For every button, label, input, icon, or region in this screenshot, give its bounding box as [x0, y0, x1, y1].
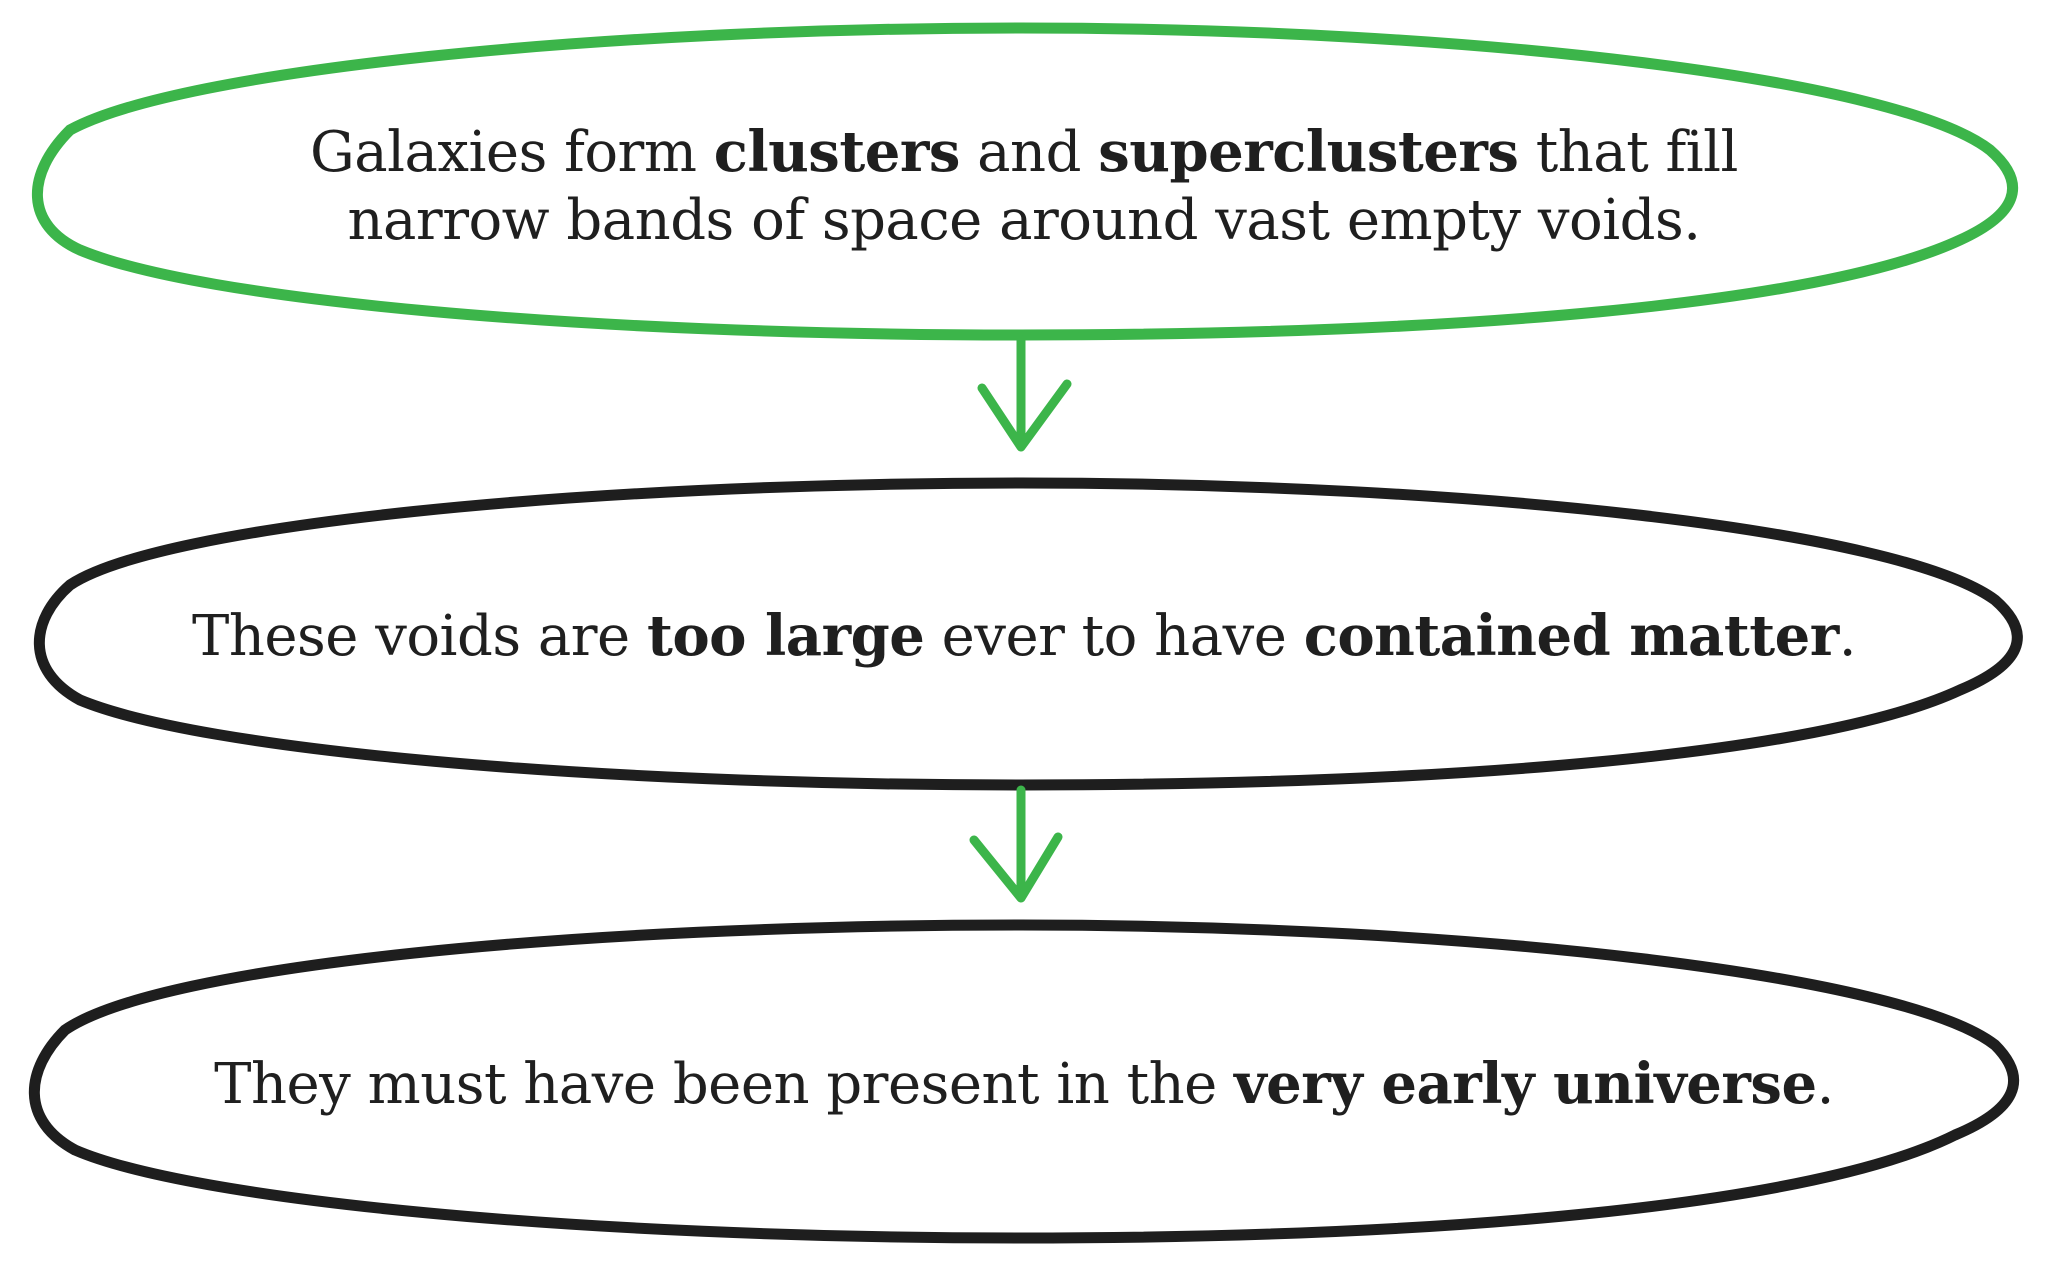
node-2-bold-contained-matter: contained matter	[1303, 603, 1840, 669]
node-3-text: They must have been present in the very …	[0, 1050, 2048, 1119]
node-1-ellipse	[32, 22, 2019, 341]
node-1-bold-clusters: clusters	[713, 119, 961, 185]
arrow-1-head	[977, 379, 1072, 452]
node-1-run: narrow bands of space around vast empty …	[347, 188, 1701, 253]
node-3-bold-very-early-universe: very early universe	[1234, 1051, 1817, 1117]
node-3-run: .	[1816, 1052, 1835, 1117]
arrow-2-to-3	[969, 785, 1063, 903]
node-1-run: that fill	[1518, 120, 1739, 185]
node-1-line-2: narrow bands of space around vast empty …	[0, 187, 2048, 255]
node-2-line-1: These voids are too large ever to have c…	[0, 602, 2048, 671]
node-3-run: They must have been present in the	[214, 1052, 1235, 1117]
node-2-text: These voids are too large ever to have c…	[0, 602, 2048, 671]
arrow-1-to-2	[977, 335, 1072, 452]
node-3-ellipse	[28, 919, 2019, 1244]
node-2-run: ever to have	[924, 604, 1304, 669]
node-2-bold-too-large: too large	[646, 603, 925, 669]
node-2-ellipse	[33, 477, 2023, 791]
node-1-line-1: Galaxies form clusters and superclusters…	[0, 118, 2048, 187]
node-3-line-1: They must have been present in the very …	[0, 1050, 2048, 1119]
node-1-text: Galaxies form clusters and superclusters…	[0, 118, 2048, 255]
node-1-run: Galaxies form	[310, 120, 714, 185]
node-2-run: These voids are	[191, 604, 647, 669]
arrow-2-head	[969, 832, 1063, 903]
node-1-bold-superclusters: superclusters	[1098, 119, 1519, 185]
node-2-run: .	[1838, 604, 1857, 669]
node-1-run: and	[959, 120, 1099, 185]
